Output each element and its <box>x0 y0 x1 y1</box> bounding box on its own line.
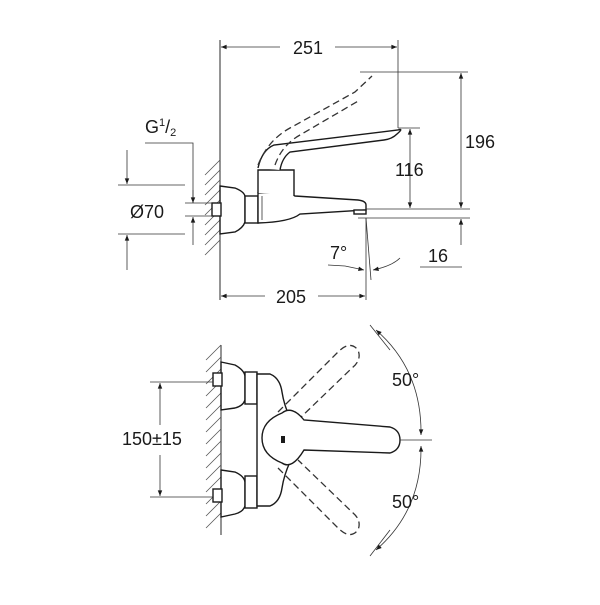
dim-lever-height-open: 196 <box>465 132 495 152</box>
thread-label: G1/2 <box>145 117 176 139</box>
cartridge <box>257 169 295 196</box>
dim-outlet-angle: 7° <box>330 243 347 263</box>
inlet-nipple <box>211 202 222 217</box>
dim-pipe-diameter: Ø70 <box>130 202 164 222</box>
dim-inlet-spacing: 150±15 <box>122 429 182 449</box>
lever-open-right <box>277 459 360 536</box>
lever-open-left <box>277 344 360 421</box>
top-view: 50° 50° 150±15 <box>122 324 432 557</box>
dim-angle-lower: 50° <box>392 492 419 512</box>
lever-open-position <box>257 75 373 166</box>
dim-spout-drop: 16 <box>428 246 448 266</box>
dim-lever-height: 116 <box>395 160 424 180</box>
dim-angle-upper: 50° <box>392 370 419 390</box>
faucet-body <box>257 192 367 224</box>
escutcheon <box>219 185 246 235</box>
dim-overall-length: 251 <box>293 38 323 58</box>
eccentric <box>244 195 259 224</box>
lever <box>257 128 402 171</box>
aerator <box>353 209 367 215</box>
side-view: 251 205 196 116 16 7° G1/2 Ø70 <box>118 38 495 307</box>
dim-spout-length: 205 <box>276 287 306 307</box>
wall-hatch-top <box>205 344 222 529</box>
